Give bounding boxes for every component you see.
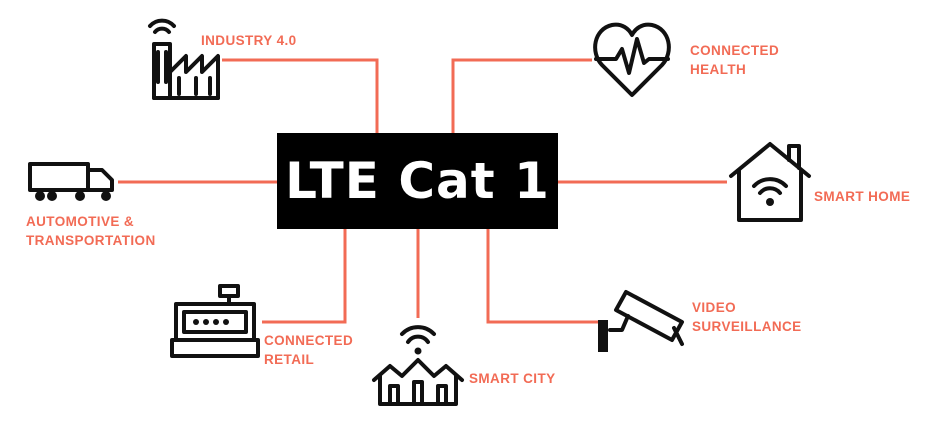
smart-home-icon [727,140,813,224]
center-title: LTE Cat 1 [285,152,550,210]
heart-pulse-icon [592,19,672,99]
truck-icon [26,160,118,202]
health-label-line2: HEALTH [690,62,747,77]
health-label-line1: CONNECTED [690,43,780,58]
video-label-line2: SURVEILLANCE [692,319,802,334]
security-camera-icon [596,286,686,356]
automotive-label-line1: AUTOMOTIVE & [26,214,135,229]
line-video [486,229,600,324]
cash-register-icon [170,282,260,360]
center-box: LTE Cat 1 [277,133,558,229]
smart-home-label: SMART HOME [814,189,911,204]
retail-label-line2: RETAIL [264,352,315,367]
line-retail [262,229,347,324]
health-label: CONNECTED HEALTH [690,41,779,79]
smart-city-label: SMART CITY [469,371,556,386]
smart-city-icon [372,324,464,408]
factory-icon [146,18,222,102]
video-label: VIDEO SURVEILLANCE [692,298,802,336]
automotive-label-line2: TRANSPORTATION [26,233,156,248]
line-health [451,58,592,133]
industry-label: INDUSTRY 4.0 [201,33,297,48]
line-industry [222,58,379,133]
retail-label: CONNECTED RETAIL [264,331,353,369]
automotive-label: AUTOMOTIVE & TRANSPORTATION [26,212,156,250]
video-label-line1: VIDEO [692,300,737,315]
retail-label-line1: CONNECTED [264,333,354,348]
